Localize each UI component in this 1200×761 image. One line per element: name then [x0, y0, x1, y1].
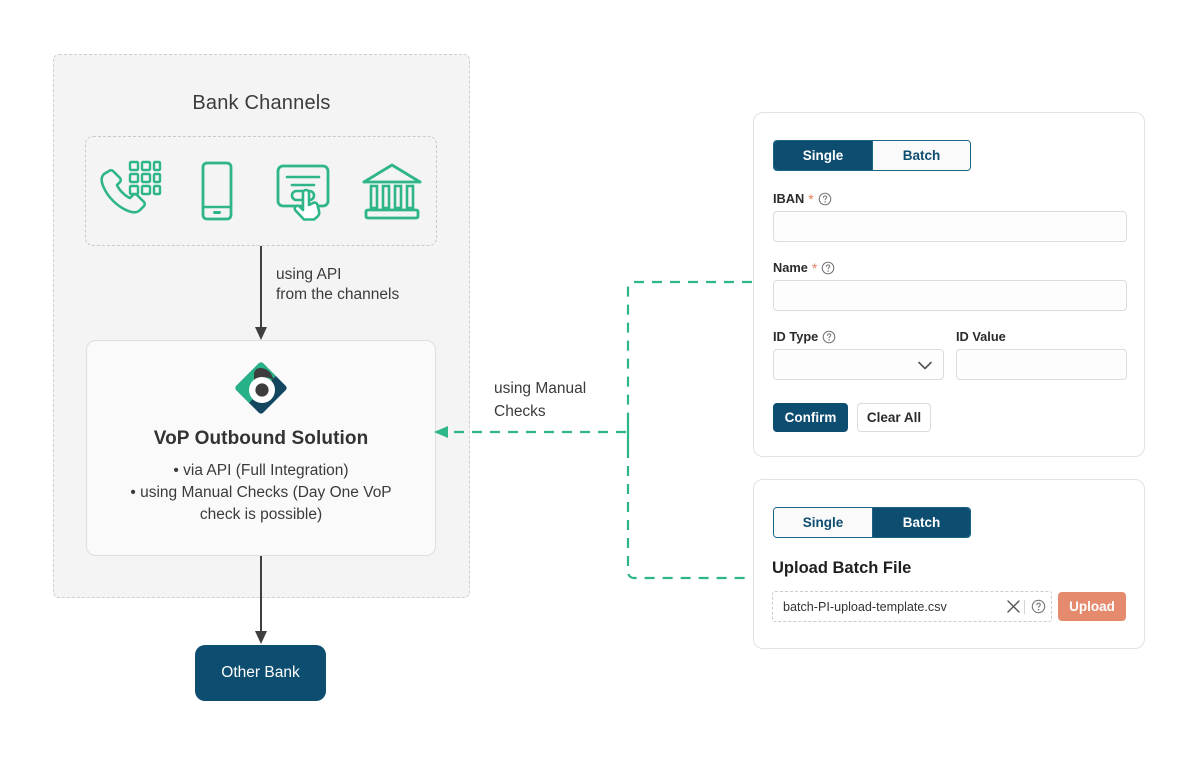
bank-channels-title: Bank Channels [192, 92, 331, 114]
id-type-label-text: ID Type [773, 329, 819, 344]
api-flow-arrow [255, 246, 267, 340]
name-input[interactable] [773, 280, 1127, 311]
toggle-batch-button[interactable]: Batch [872, 141, 970, 170]
other-bank-flow-arrow [255, 556, 267, 644]
upload-batch-file-title: Upload Batch File [772, 559, 912, 577]
batch-file-help-button[interactable] [1025, 599, 1051, 614]
vop-bullet-1: • via API (Full Integration) [173, 462, 349, 479]
manual-checks-connector [434, 280, 752, 580]
help-icon [1031, 599, 1045, 614]
clear-all-button[interactable]: Clear All [857, 403, 931, 432]
iban-required-asterisk: * [808, 190, 814, 207]
batch-file-name: batch-PI-upload-template.csv [783, 599, 947, 614]
vop-card-title: VoP Outbound Solution [153, 428, 369, 449]
online-banking-click-icon [276, 164, 330, 221]
name-field-label: Name * [773, 260, 835, 275]
phone-keypad-icon [100, 160, 161, 214]
id-value-input[interactable] [956, 349, 1127, 380]
help-icon[interactable] [822, 330, 836, 344]
toggle-single-button[interactable]: Single [774, 508, 872, 537]
batch-file-dropzone[interactable]: batch-PI-upload-template.csv [772, 591, 1052, 622]
upload-button[interactable]: Upload [1058, 592, 1126, 621]
mobile-phone-icon [201, 161, 233, 221]
name-label-text: Name [773, 260, 808, 275]
clear-file-button[interactable] [1002, 600, 1024, 613]
manual-label-line2: Checks [494, 403, 546, 420]
iban-label-text: IBAN [773, 191, 805, 206]
vop-card-bullets: • via API (Full Integration) • using Man… [105, 460, 417, 526]
help-icon[interactable] [818, 192, 832, 206]
vop-bullet-2: • using Manual Checks (Day One VoP [130, 484, 392, 501]
iban-input[interactable] [773, 211, 1127, 242]
batch-panel-mode-toggle[interactable]: Single Batch [773, 507, 971, 538]
vop-diamond-b-logo [235, 362, 287, 414]
id-type-select[interactable] [773, 349, 944, 380]
vop-bullet-3: check is possible) [199, 506, 323, 523]
id-value-field-label: ID Value [956, 329, 1006, 344]
id-type-field-label: ID Type [773, 329, 836, 344]
manual-checks-label: using Manual Checks [494, 377, 586, 423]
bank-branch-icon [362, 163, 422, 220]
toggle-batch-button[interactable]: Batch [872, 508, 970, 537]
single-check-panel: Single Batch IBAN * Name * [753, 112, 1145, 457]
toggle-single-button[interactable]: Single [774, 141, 872, 170]
other-bank-box: Other Bank [195, 645, 326, 701]
manual-label-line1: using Manual [494, 380, 587, 397]
api-flow-arrow-label: using API from the channels [276, 265, 399, 305]
close-x-icon [1006, 600, 1020, 613]
id-value-label-text: ID Value [956, 329, 1006, 344]
channel-icons-container [85, 136, 437, 246]
api-arrow-label-line1: using API [276, 266, 342, 283]
file-actions-divider [1024, 599, 1025, 614]
single-panel-mode-toggle[interactable]: Single Batch [773, 140, 971, 171]
api-arrow-label-line2: from the channels [276, 286, 400, 303]
confirm-button[interactable]: Confirm [773, 403, 848, 432]
other-bank-label: Other Bank [221, 664, 300, 681]
help-icon[interactable] [821, 261, 835, 275]
name-required-asterisk: * [811, 259, 818, 276]
iban-field-label: IBAN * [773, 191, 832, 206]
vop-outbound-solution-card: VoP Outbound Solution • via API (Full In… [86, 340, 436, 556]
chevron-down-icon [918, 361, 932, 370]
